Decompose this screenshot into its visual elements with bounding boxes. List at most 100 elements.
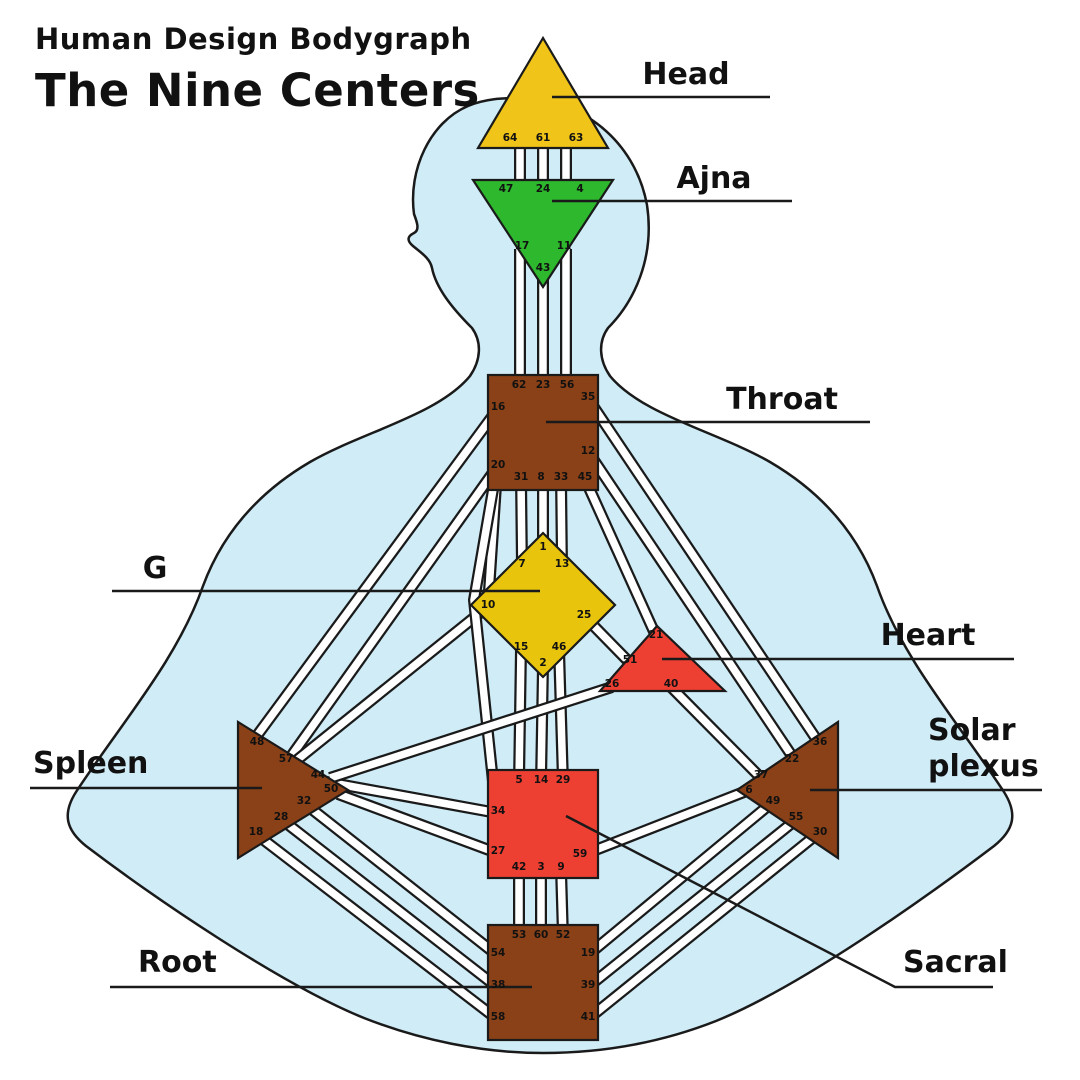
gate-6: 6 <box>745 784 752 796</box>
gate-24: 24 <box>536 183 551 195</box>
channel-30-41-fill <box>585 828 824 1022</box>
gate-21: 21 <box>649 629 664 641</box>
gate-20: 20 <box>491 459 506 471</box>
gate-30: 30 <box>813 826 828 838</box>
gate-11: 11 <box>557 240 572 252</box>
label-g: G <box>143 551 168 586</box>
gate-62: 62 <box>512 379 527 391</box>
gate-59: 59 <box>573 848 588 860</box>
center-ajna <box>470 178 616 290</box>
gate-45: 45 <box>578 471 593 483</box>
gate-40: 40 <box>664 678 679 690</box>
channel-26-44-fill <box>328 683 614 782</box>
channel-32-54-fill <box>301 800 500 958</box>
gate-63: 63 <box>569 132 584 144</box>
gate-28: 28 <box>274 811 289 823</box>
label-heart: Heart <box>881 618 976 653</box>
gate-5: 5 <box>515 774 522 786</box>
gate-55: 55 <box>789 811 804 823</box>
channel-20-57-fill <box>283 464 501 765</box>
gate-14: 14 <box>534 774 549 786</box>
gate-35: 35 <box>581 391 596 403</box>
gate-3: 3 <box>537 861 544 873</box>
gate-39: 39 <box>581 979 596 991</box>
center-throat <box>486 373 600 492</box>
gate-60: 60 <box>534 929 549 941</box>
channel-28-38-fill <box>278 816 500 990</box>
gate-47: 47 <box>499 183 514 195</box>
gate-12: 12 <box>581 445 596 457</box>
center-root <box>486 923 600 1042</box>
title-block: Human Design Bodygraph The Nine Centers <box>35 22 480 117</box>
gate-22: 22 <box>785 753 800 765</box>
gate-50: 50 <box>324 783 339 795</box>
gate-26: 26 <box>605 678 620 690</box>
label-sacral: Sacral <box>903 945 1008 980</box>
channel-12-22-fill <box>585 450 800 765</box>
gate-38: 38 <box>491 979 506 991</box>
gate-46: 46 <box>552 641 567 653</box>
gate-37: 37 <box>754 769 769 781</box>
gate-13: 13 <box>555 558 570 570</box>
gate-4: 4 <box>576 183 583 195</box>
label-solar-plexus: plexus <box>928 749 1039 784</box>
channel-16-48-fill <box>246 407 501 748</box>
gate-15: 15 <box>514 641 529 653</box>
gate-8: 8 <box>537 471 544 483</box>
gate-41: 41 <box>581 1011 596 1023</box>
gate-48: 48 <box>250 736 265 748</box>
gate-51: 51 <box>623 654 638 666</box>
gate-34: 34 <box>491 805 506 817</box>
gate-10: 10 <box>481 599 496 611</box>
gate-53: 53 <box>512 929 527 941</box>
gate-7: 7 <box>518 558 525 570</box>
channel-34-20-fill <box>470 471 500 811</box>
gate-64: 64 <box>503 132 518 144</box>
gate-32: 32 <box>297 795 312 807</box>
gate-54: 54 <box>491 947 506 959</box>
channel-35-36-fill <box>585 397 825 749</box>
channel-31-7-fill <box>517 478 526 567</box>
gate-31: 31 <box>514 471 529 483</box>
gate-18: 18 <box>249 826 264 838</box>
center-spleen <box>236 720 351 860</box>
gate-52: 52 <box>556 929 571 941</box>
gate-49: 49 <box>766 795 781 807</box>
gate-42: 42 <box>512 861 527 873</box>
gate-17: 17 <box>515 240 530 252</box>
gate-43: 43 <box>536 262 551 274</box>
diagram-title: The Nine Centers <box>35 64 480 117</box>
gate-16: 16 <box>491 401 506 413</box>
label-ajna: Ajna <box>676 161 751 196</box>
channel-27-50-fill <box>336 790 499 857</box>
channel-55-39-fill <box>585 816 800 990</box>
gate-29: 29 <box>556 774 571 786</box>
label-root: Root <box>138 945 217 980</box>
gate-27: 27 <box>491 845 506 857</box>
label-head: Head <box>642 57 729 92</box>
channel-46-29-fill <box>555 648 567 783</box>
center-g <box>469 531 617 679</box>
gate-58: 58 <box>491 1011 506 1023</box>
diagram-subtitle: Human Design Bodygraph <box>35 22 472 56</box>
gate-19: 19 <box>581 947 596 959</box>
gate-2: 2 <box>539 657 546 669</box>
channel-49-19-fill <box>585 798 777 958</box>
gate-1: 1 <box>539 541 546 553</box>
channel-2-14-fill <box>537 664 547 783</box>
gate-61: 61 <box>536 132 551 144</box>
label-line-sacral <box>565 814 993 989</box>
gate-56: 56 <box>560 379 575 391</box>
channel-45-21-fill <box>581 477 660 638</box>
gate-44: 44 <box>311 769 326 781</box>
gate-25: 25 <box>577 609 592 621</box>
gate-36: 36 <box>813 736 828 748</box>
label-throat: Throat <box>726 382 838 417</box>
gate-33: 33 <box>554 471 569 483</box>
label-spleen: Spleen <box>33 746 148 781</box>
gate-9: 9 <box>557 861 564 873</box>
gate-23: 23 <box>536 379 551 391</box>
label-solar-plexus: Solar <box>928 713 1016 748</box>
